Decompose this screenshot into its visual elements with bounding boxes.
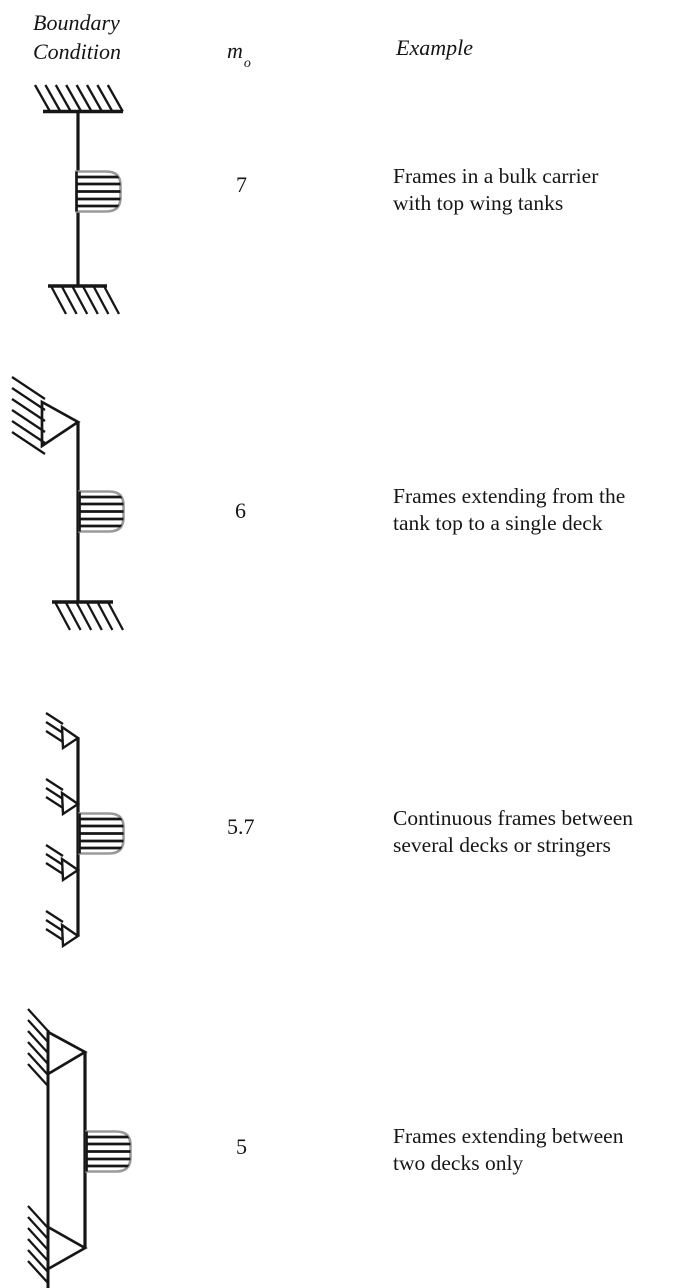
m-symbol: m bbox=[227, 38, 243, 63]
wall-hatch-bottom bbox=[27, 1205, 49, 1284]
m-value: 6 bbox=[235, 498, 246, 523]
column-header-boundary-condition: Boundary Condition bbox=[33, 10, 122, 64]
load-block bbox=[78, 814, 125, 854]
example-text: Frames extending between two decks only bbox=[393, 1124, 624, 1175]
boundary-diagram-pinned-top-fixed-bottom bbox=[11, 376, 160, 631]
pinned-support-1 bbox=[45, 712, 81, 751]
boundary-diagram-two-deck-pinned bbox=[27, 1008, 160, 1288]
pinned-support-3 bbox=[45, 844, 81, 883]
m-value: 5 bbox=[236, 1134, 247, 1159]
load-block bbox=[75, 172, 122, 212]
wall-hatch-top bbox=[11, 376, 46, 455]
pinned-support-2 bbox=[45, 778, 81, 817]
load-block bbox=[85, 1132, 132, 1172]
example-text: Continuous frames between several decks … bbox=[393, 806, 634, 857]
column-header-m-factor: mo bbox=[227, 38, 251, 71]
load-block bbox=[78, 492, 125, 532]
m-value: 5.7 bbox=[227, 814, 255, 839]
pinned-support-4 bbox=[45, 910, 81, 949]
fixed-support-hatch-top bbox=[33, 84, 124, 113]
boundary-diagram-continuous-multi-pinned bbox=[45, 712, 160, 949]
m-subscript: o bbox=[243, 56, 251, 72]
pinned-support-triangle-top bbox=[40, 399, 81, 449]
wall-hatch-top bbox=[27, 1008, 49, 1087]
boundary-diagram-fixed-fixed bbox=[33, 84, 124, 315]
pinned-support-triangle-bottom bbox=[46, 1224, 88, 1272]
pinned-support-triangle-top bbox=[46, 1029, 88, 1077]
column-header-example: Example bbox=[396, 35, 473, 60]
m-value: 7 bbox=[236, 172, 247, 197]
fixed-support-hatch-bottom bbox=[53, 601, 125, 631]
example-text: Frames in a bulk carrier with top wing t… bbox=[393, 164, 599, 215]
example-text: Frames extending from the tank top to a … bbox=[393, 484, 626, 535]
fixed-support-hatch-bottom bbox=[49, 285, 121, 315]
